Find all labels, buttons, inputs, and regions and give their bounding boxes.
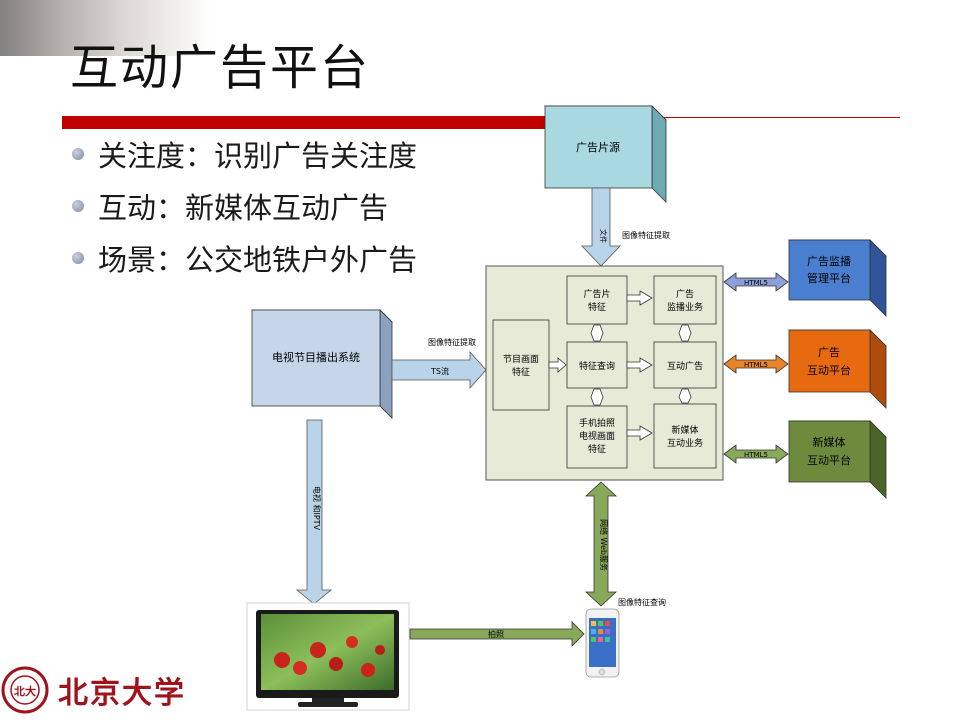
query-label: 图像特征查询 <box>618 597 666 607</box>
tv-set-icon <box>246 602 410 711</box>
svg-text:HTML5: HTML5 <box>744 279 768 287</box>
svg-text:节目画面: 节目画面 <box>503 354 539 365</box>
ad-feature-box: 广告片 特征 <box>566 275 628 325</box>
phone-capture-box: 手机拍照 电视画面 特征 <box>566 405 628 469</box>
svg-text:拍照: 拍照 <box>488 629 504 639</box>
new-media-service-box: 新媒体 互动业务 <box>653 403 717 469</box>
bullet-text: 场景：公交地铁户外广告 <box>98 243 418 277</box>
svg-text:特征: 特征 <box>588 443 606 455</box>
html5-arrow-mid: HTML5 <box>723 354 789 374</box>
svg-text:广告: 广告 <box>676 288 694 300</box>
svg-text:互动平台: 互动平台 <box>807 453 851 467</box>
bullet-text: 互动：新媒体互动广告 <box>98 191 389 225</box>
photo-arrow: 拍照 <box>409 621 585 647</box>
svg-text:网络 Web服务: 网络 Web服务 <box>599 519 609 571</box>
svg-text:管理平台: 管理平台 <box>807 271 851 285</box>
svg-text:广告: 广告 <box>818 346 840 359</box>
bullet-dot-icon <box>72 200 84 212</box>
svg-text:手机拍照: 手机拍照 <box>579 417 615 429</box>
bullet-item: 场景：公交地铁户外广告 <box>72 232 417 284</box>
corner-photo <box>0 0 212 56</box>
svg-text:北大: 北大 <box>14 684 36 698</box>
svg-text:互动业务: 互动业务 <box>667 437 703 449</box>
svg-text:监播业务: 监播业务 <box>667 301 703 313</box>
bullet-dot-icon <box>72 148 84 160</box>
svg-text:广告片: 广告片 <box>583 288 610 300</box>
svg-text:电视画面: 电视画面 <box>579 430 615 442</box>
svg-text:互动广告: 互动广告 <box>667 360 703 372</box>
ts-label: TS流 <box>430 366 449 376</box>
platform-interactive-box: 广告 互动平台 <box>788 329 887 409</box>
svg-text:HTML5: HTML5 <box>744 361 768 369</box>
university-logo-text: 北京大学 <box>58 676 186 711</box>
ad-source-label: 广告片源 <box>576 140 620 154</box>
html5-arrow-bottom: HTML5 <box>723 444 789 464</box>
monitor-service-box: 广告 监播业务 <box>653 275 717 325</box>
tv-down-arrow: 电视 和IPTV <box>295 419 333 605</box>
tv-system-box: 电视节目播出系统 <box>251 309 393 419</box>
bullet-list: 关注度：识别广告关注度 互动：新媒体互动广告 场景：公交地铁户外广告 <box>72 128 417 284</box>
svg-text:特征: 特征 <box>512 366 530 378</box>
svg-text:新媒体: 新媒体 <box>813 435 846 449</box>
extract-label-top: 图像特征提取 <box>622 230 670 240</box>
peking-university-seal-icon: 北大 <box>1 666 49 714</box>
bullet-dot-icon <box>72 252 84 264</box>
file-arrow-label: 文件 <box>599 229 608 243</box>
svg-text:广告监播: 广告监播 <box>807 254 851 268</box>
extract-label-mid: 图像特征提取 <box>428 337 476 347</box>
title-underline-bar <box>62 116 548 129</box>
slide-title: 互动广告平台 <box>70 40 371 96</box>
inner-arrows <box>548 290 692 441</box>
svg-text:HTML5: HTML5 <box>744 451 768 459</box>
svg-text:新媒体: 新媒体 <box>671 424 698 436</box>
title-underline-thin <box>650 117 900 118</box>
platform-newmedia-box: 新媒体 互动平台 <box>788 420 887 499</box>
bullet-item: 互动：新媒体互动广告 <box>72 180 417 232</box>
bullet-text: 关注度：识别广告关注度 <box>98 139 418 173</box>
ad-source-box: 广告片源 <box>544 105 667 203</box>
file-arrow: 文件 <box>581 187 621 267</box>
html5-arrow-top: HTML5 <box>723 272 789 292</box>
program-feature-box: 节目画面 特征 <box>492 319 550 411</box>
platform-monitor-box: 广告监播 管理平台 <box>788 239 887 317</box>
web-service-arrow: 网络 Web服务 <box>584 481 618 607</box>
cable-label: 电视 和IPTV <box>312 486 322 531</box>
tv-system-label: 电视节目播出系统 <box>272 350 360 364</box>
svg-text:特征查询: 特征查询 <box>579 360 615 372</box>
svg-text:特征: 特征 <box>588 301 606 313</box>
feature-query-box: 特征查询 <box>566 341 628 389</box>
svg-text:互动平台: 互动平台 <box>807 363 851 377</box>
bullet-item: 关注度：识别广告关注度 <box>72 128 417 180</box>
ts-stream-arrow: TS流 <box>391 350 487 390</box>
interactive-ad-box: 互动广告 <box>653 341 717 389</box>
smartphone-icon <box>585 608 620 678</box>
